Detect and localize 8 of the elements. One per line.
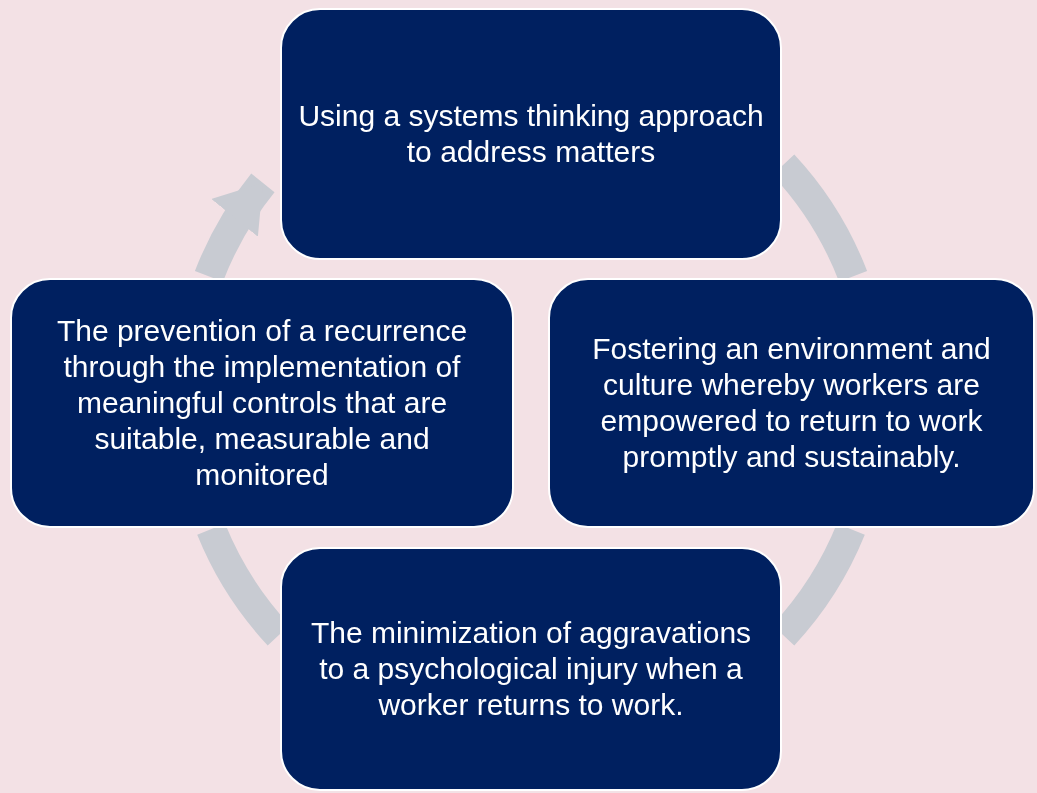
process-box	[10, 278, 514, 528]
box-text: The prevention of a recurrence through the implementation of meaningful controls that are suitable, measurable and monitored	[55, 313, 469, 493]
process-box	[548, 278, 1035, 528]
process-box	[280, 8, 782, 260]
box-text: Fostering an environment and culture whereby workers are empowered to return to work promptly and sustainably.	[591, 331, 992, 475]
box-text: The minimization of aggravations to a psychological injury when a worker returns to work.	[309, 615, 753, 723]
box-text: Using a systems thinking approach to address matters	[298, 98, 764, 170]
process-box	[280, 547, 782, 791]
